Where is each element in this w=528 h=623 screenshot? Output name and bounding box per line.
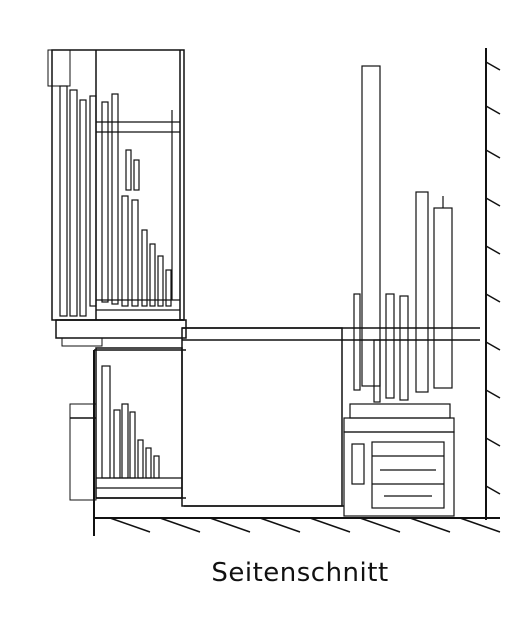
upper-case-pipes: [59, 85, 180, 317]
bellows: [343, 431, 455, 517]
diagram-caption: Seitenschnitt: [211, 558, 389, 588]
lower-case-pipes: [96, 365, 182, 489]
floor: [93, 350, 501, 536]
right-wall: [485, 48, 501, 520]
right-pipework: [343, 65, 455, 433]
central-chest: [94, 327, 480, 507]
